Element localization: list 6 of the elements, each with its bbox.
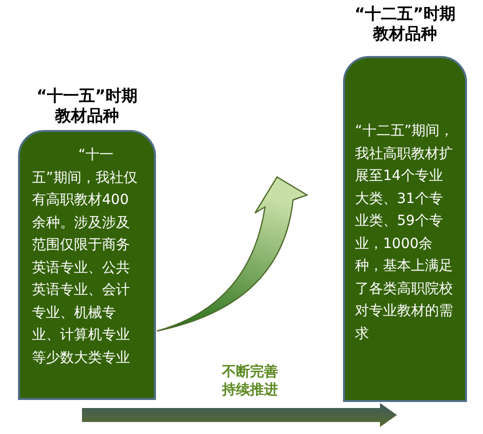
curved-arrow xyxy=(156,176,308,332)
box-heading: “十二五”时期教材品种 xyxy=(353,4,457,44)
slogan-text: 不断完善持续推进 xyxy=(220,363,279,399)
text-box: “十一五”期间，我社仅有高职教材400余种。涉及涉及范围仅限于商务英语专业、公共英语专业、会计专业、机械专业、计算机专业等少数大类专业 xyxy=(18,130,156,400)
text-box: “十二五”期间，我社高职教材扩展至14个专业大类、31个专业类、59个专业，1000余种，基本上满足了各类高职院校对专业教材的需求 xyxy=(343,56,467,402)
box-heading: “十一五”时期教材品种 xyxy=(35,86,139,126)
